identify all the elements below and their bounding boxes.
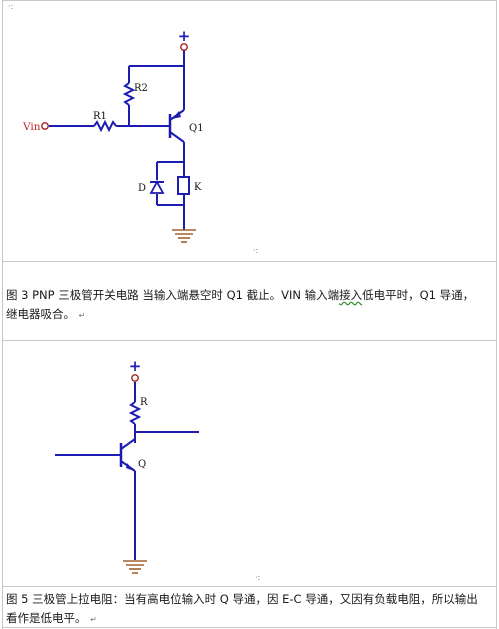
pullup-resistor-circuit: + R Q [55, 357, 199, 574]
relay-coil [177, 176, 190, 195]
q1-collector [169, 131, 185, 143]
r1-resistor [93, 119, 117, 133]
caption-text: 图 3 PNP 三极管开关电路 当输入端悬空时 Q1 截止。VIN 输入端 [6, 288, 340, 302]
figure1-caption: 图 3 PNP 三极管开关电路 当输入端悬空时 Q1 截止。VIN 输入端接入低… [6, 286, 494, 325]
figure1-caption-line1: 图 3 PNP 三极管开关电路 当输入端悬空时 Q1 截止。VIN 输入端接入低… [6, 286, 494, 305]
caption-text: 看作是低电平。 [6, 611, 87, 625]
figure2-caption: 图 5 三极管上拉电阻：当有高电位输入时 Q 导通，因 E-C 导通，又因有负载… [6, 590, 494, 629]
paragraph-mark: ↵ [78, 311, 86, 320]
figure1-caption-line2: 继电器吸合。 ↵ [6, 305, 494, 325]
table-top-border [2, 0, 497, 1]
q1-emitter-arrow [172, 111, 181, 119]
anchor-mark: ·: [255, 573, 261, 582]
ground-symbol [123, 560, 147, 574]
r-label: R [140, 397, 148, 408]
caption-text: 低电平时，Q1 导通， [362, 288, 475, 302]
figure2-caption-line2: 看作是低电平。 ↵ [6, 609, 494, 629]
ground-symbol [172, 229, 196, 243]
diode-symbol [149, 180, 165, 194]
supply-plus-label: + [178, 27, 191, 45]
table-right-border [496, 0, 497, 629]
supply-terminal [131, 374, 139, 382]
table-divider [2, 586, 497, 587]
k-label: K [194, 182, 202, 193]
r2-resistor [122, 82, 136, 106]
d-label: D [138, 183, 146, 194]
table-divider [2, 261, 497, 262]
supply-terminal [180, 43, 188, 51]
paragraph-mark: ·: [8, 2, 14, 11]
caption-text-flagged: 接入 [339, 288, 363, 302]
r1-label: R1 [93, 111, 107, 122]
table-left-border [2, 0, 3, 629]
r-resistor [128, 401, 142, 425]
r2-label: R2 [134, 83, 148, 94]
paragraph-mark: ↵ [90, 615, 97, 624]
table-bottom-border [2, 627, 497, 628]
anchor-mark: ·: [253, 246, 259, 255]
q1-label: Q1 [189, 123, 204, 134]
q-collector [120, 438, 136, 450]
caption-text: 继电器吸合。 [6, 307, 75, 321]
q-label: Q [138, 459, 146, 470]
figure2-caption-line1: 图 5 三极管上拉电阻：当有高电位输入时 Q 导通，因 E-C 导通，又因有负载… [6, 592, 478, 606]
table-divider [2, 340, 497, 341]
vin-label: Vin [22, 121, 41, 133]
q-emitter-arrow [126, 463, 134, 471]
vin-terminal [41, 122, 49, 130]
supply-plus-label: + [129, 357, 142, 375]
pnp-switch-circuit: + Vin R1 R2 Q1 D K [22, 27, 204, 243]
